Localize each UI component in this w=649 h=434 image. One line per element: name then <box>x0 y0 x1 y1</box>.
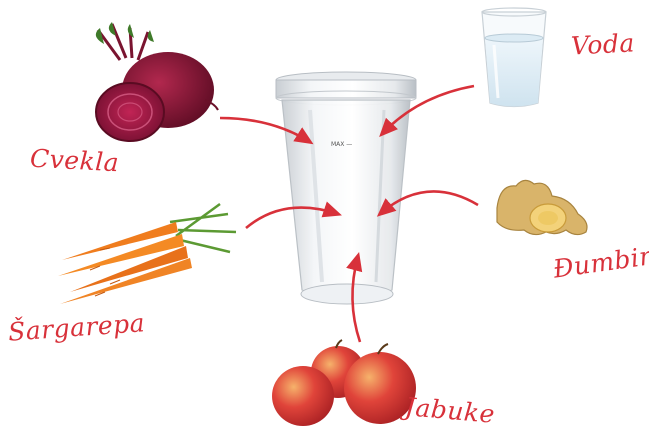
beet-label: Cvekla <box>29 144 120 178</box>
max-mark: MAX — <box>331 141 352 148</box>
ginger-icon <box>497 180 587 234</box>
beet-icon <box>96 22 218 141</box>
carrot-icon <box>58 204 236 304</box>
water-label: Voda <box>570 28 635 60</box>
water-glass-icon <box>482 8 546 107</box>
blender-cup-icon: MAX — <box>276 72 416 304</box>
apple-icon <box>272 340 416 426</box>
